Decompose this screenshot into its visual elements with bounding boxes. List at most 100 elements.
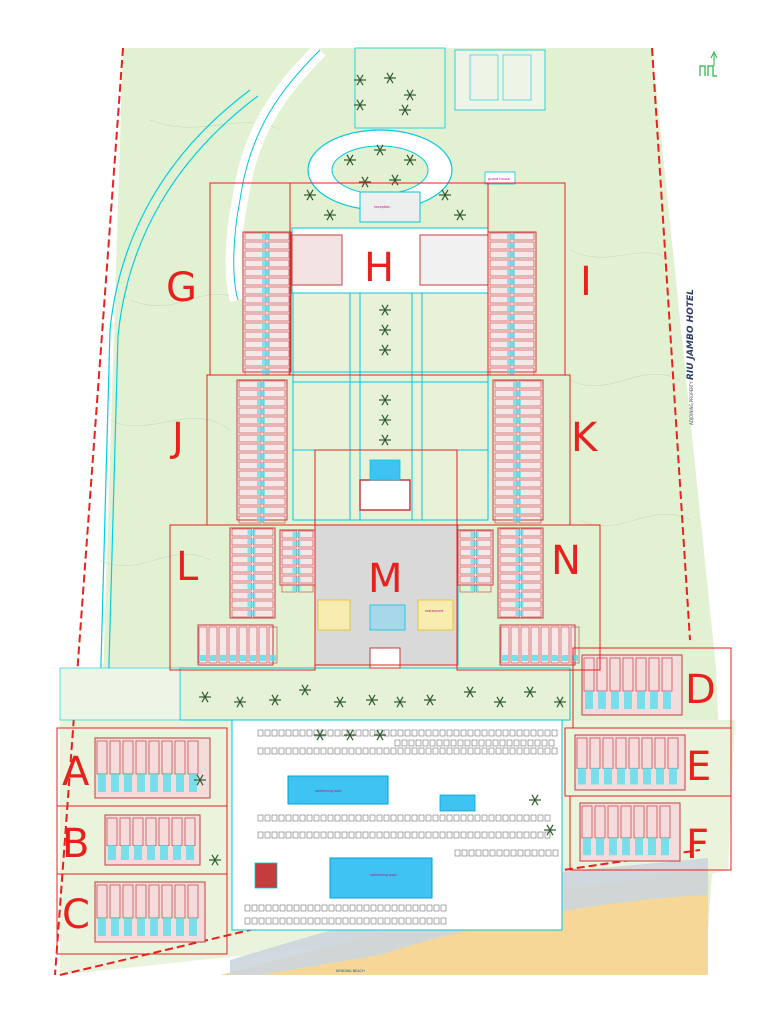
sun-lounger <box>384 917 391 925</box>
room-bath <box>507 261 515 266</box>
palm-frond <box>384 399 389 406</box>
sun-lounger <box>327 747 334 755</box>
sun-lounger <box>411 814 418 822</box>
palm-frond <box>379 729 384 736</box>
palm-frond <box>201 691 206 698</box>
sun-lounger <box>321 917 328 925</box>
sun-lounger <box>439 814 446 822</box>
sun-lounger <box>453 831 460 839</box>
site-boundary-east <box>651 47 691 641</box>
palm-icon <box>379 434 391 446</box>
sun-lounger <box>506 739 513 747</box>
sun-lounger <box>292 831 299 839</box>
zone-frame-f <box>569 795 732 871</box>
sun-lounger <box>516 729 523 737</box>
sun-lounger <box>278 831 285 839</box>
palm-frond <box>406 94 411 101</box>
room-bath <box>292 550 301 555</box>
palm-frond <box>359 79 364 86</box>
sun-lounger <box>292 729 299 737</box>
sun-lounger <box>488 729 495 737</box>
room-bath <box>515 557 524 562</box>
room-unit <box>530 626 540 664</box>
sun-lounger <box>429 739 436 747</box>
palm-frond <box>196 779 201 786</box>
palm-icon <box>299 684 311 696</box>
sun-lounger <box>369 814 376 822</box>
room-bath <box>515 584 524 589</box>
sun-lounger <box>485 739 492 747</box>
reflecting-pool <box>369 459 401 481</box>
room-bath <box>262 342 270 347</box>
sun-lounger <box>471 739 478 747</box>
palm-icon <box>209 854 221 866</box>
room-bath <box>507 288 515 293</box>
room-bath <box>210 655 216 661</box>
room-bath <box>247 539 256 544</box>
sun-lounger <box>327 814 334 822</box>
sun-lounger <box>418 814 425 822</box>
sun-lounger <box>524 849 531 857</box>
sun-lounger <box>440 904 447 912</box>
sun-lounger <box>523 831 530 839</box>
room-bath <box>470 568 479 573</box>
sun-lounger <box>292 814 299 822</box>
palm-frond <box>371 694 376 701</box>
sun-lounger <box>307 917 314 925</box>
sun-lounger <box>306 747 313 755</box>
palm-frond <box>196 774 201 781</box>
palm-frond <box>426 694 431 701</box>
sun-lounger <box>272 904 279 912</box>
plaza-fountain <box>369 604 406 631</box>
room-bath <box>262 351 270 356</box>
villa-plunge-pool <box>111 918 119 936</box>
sun-lounger <box>527 739 534 747</box>
sun-lounger <box>439 831 446 839</box>
sun-lounger <box>523 747 530 755</box>
sun-lounger <box>492 739 499 747</box>
palm-frond <box>381 439 386 446</box>
villa-plunge-pool <box>635 837 643 856</box>
room-bath <box>292 577 301 582</box>
palm-frond <box>381 344 386 351</box>
sun-lounger <box>474 831 481 839</box>
sun-lounger <box>495 747 502 755</box>
palm-icon <box>544 824 556 836</box>
sun-lounger <box>348 747 355 755</box>
palm-frond <box>389 77 394 84</box>
lower-terrace <box>59 667 181 721</box>
palm-icon <box>404 89 416 101</box>
sun-lounger <box>369 831 376 839</box>
palm-frond <box>381 434 386 441</box>
reception-block <box>359 191 421 223</box>
sun-lounger <box>432 729 439 737</box>
room-bath <box>513 400 521 405</box>
palm-icon <box>439 189 451 201</box>
sun-lounger <box>390 831 397 839</box>
room-bath <box>513 463 521 468</box>
sun-lounger <box>328 904 335 912</box>
sun-lounger <box>404 831 411 839</box>
guest-room-wings <box>197 231 580 666</box>
sun-lounger <box>390 814 397 822</box>
sun-lounger <box>537 747 544 755</box>
zone-frame-jk <box>206 374 571 526</box>
room-bath <box>262 234 270 239</box>
palm-frond <box>339 696 344 703</box>
room-bath <box>262 324 270 329</box>
sun-lounger <box>299 831 306 839</box>
room-bath <box>572 655 578 661</box>
palm-frond <box>429 694 434 701</box>
palm-frond <box>529 686 534 693</box>
palm-frond <box>549 829 554 836</box>
palm-frond <box>271 694 276 701</box>
sun-lounger <box>509 814 516 822</box>
sun-lounger <box>482 849 489 857</box>
sun-lounger <box>454 849 461 857</box>
zone-label-a: A <box>62 749 90 795</box>
neighbour-subtitle: ADJOINING PROPERTY <box>689 381 694 425</box>
palm-frond <box>356 104 361 111</box>
sun-lounger <box>516 814 523 822</box>
sun-lounger <box>377 917 384 925</box>
palm-frond <box>384 434 389 441</box>
